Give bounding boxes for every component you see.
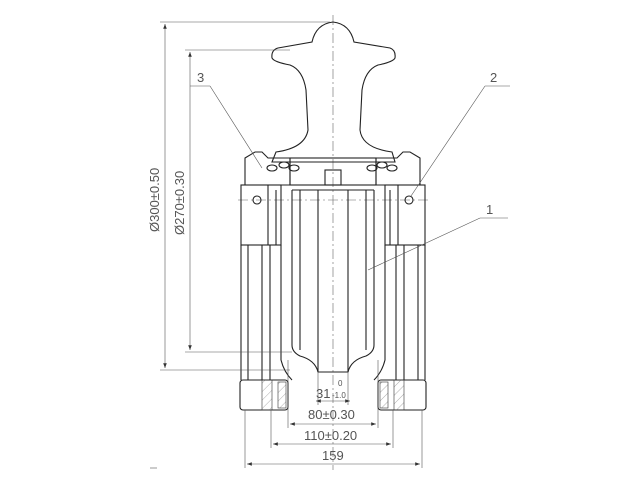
right-side-frame <box>373 184 427 411</box>
dimension-80: 80±0.30 <box>287 360 379 428</box>
bearing-right <box>366 161 398 172</box>
callout-3-label: 3 <box>197 70 204 85</box>
outer-diameter-label: Ø300±0.50 <box>147 168 162 232</box>
right-pin <box>404 195 414 205</box>
dimension-outer-diameter: Ø300±0.50 <box>147 21 330 371</box>
inner-diameter-label: Ø270±0.30 <box>172 171 187 235</box>
dimension-110: 110±0.20 <box>270 410 394 448</box>
rail-section <box>271 21 396 163</box>
left-side-frame <box>239 184 293 411</box>
dimension-inner-diameter: Ø270±0.30 <box>172 49 292 353</box>
dimension-web-width: 31 0 -1.0 <box>316 372 350 405</box>
callout-2-label: 2 <box>490 70 497 85</box>
web-width-lower-tolerance: -1.0 <box>332 391 346 400</box>
wheel <box>291 189 375 373</box>
callout-1-label: 1 <box>486 202 493 217</box>
dimension-159: 159 <box>244 410 423 468</box>
width-80-label: 80±0.30 <box>308 407 355 422</box>
overall-width-label: 159 <box>322 448 344 463</box>
web-width-upper-tolerance: 0 <box>338 379 343 388</box>
left-pin <box>252 195 262 205</box>
web-width-label: 31 <box>316 386 330 401</box>
callout-1: 1 <box>367 202 508 271</box>
width-110-label: 110±0.20 <box>304 428 357 443</box>
callout-2: 2 <box>410 70 510 197</box>
callout-3: 3 <box>190 70 263 169</box>
bearing-left <box>266 161 300 172</box>
